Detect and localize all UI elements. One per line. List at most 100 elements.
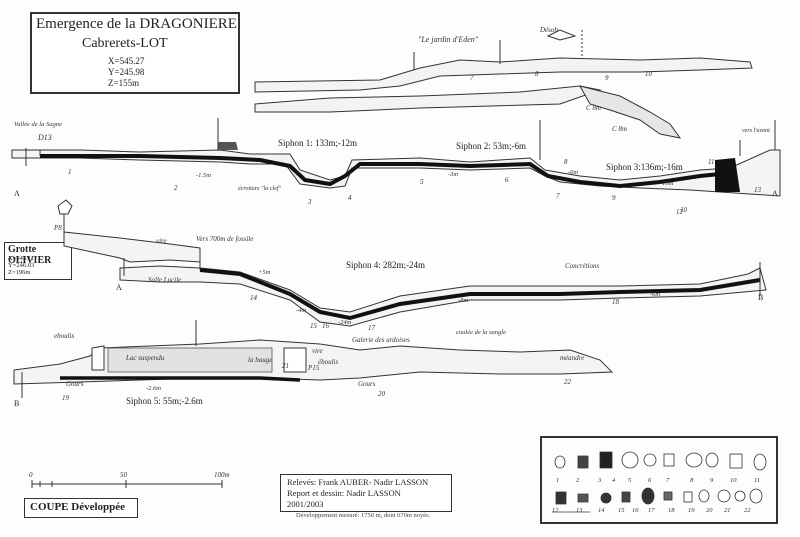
shaft-c8m-b-label: C 8m xyxy=(612,125,627,133)
report-credit: Report et dessin: Nadir LASSON xyxy=(287,488,401,498)
gours-label: Gours xyxy=(358,380,376,388)
scale-label: 100m xyxy=(214,471,230,479)
station-label: 5 xyxy=(420,178,424,186)
section-a-right-label: A xyxy=(772,189,778,198)
row2-profile xyxy=(57,199,767,327)
coord-z: Z=155m xyxy=(108,78,140,88)
olivier-y: Y=246.03 xyxy=(8,262,35,269)
fossile-label: Vers 700m de fossile xyxy=(196,235,253,243)
coulee-sangle-label: coulée de la sangle xyxy=(456,329,506,336)
ecroiture-label: écroiture "la clef" xyxy=(238,185,281,192)
credits-box: Relevés: Frank AUBER- Nadir LASSON Repor… xyxy=(280,474,452,512)
depth-label: -16m xyxy=(660,180,674,187)
coord-x: X=545.27 xyxy=(108,56,145,66)
station-label: 16 xyxy=(322,322,330,330)
station-label: 3 xyxy=(307,198,312,206)
sections-legend: 1 2 3 4 5 6 7 8 9 10 11 12 13 14 15 16 1… xyxy=(552,451,767,514)
scale-label: 0 xyxy=(29,471,33,479)
depth-label: -4m xyxy=(296,307,306,314)
vallee-sagne-label: Vallée de la Sagne xyxy=(14,121,62,128)
scale-label: 50 xyxy=(120,471,128,479)
depth-label: -2.6m xyxy=(146,385,161,392)
depth-label: -6m xyxy=(650,291,660,298)
legend-label: 8 xyxy=(690,477,694,484)
depth-label: -6m xyxy=(568,169,578,176)
station-label: 18 xyxy=(612,298,620,306)
station-label: 6 xyxy=(505,176,509,184)
eboulis-label: eboulis xyxy=(54,332,74,340)
coupe-label-box: COUPE Développée xyxy=(24,498,138,518)
sections-legend-frame xyxy=(540,436,778,524)
coupe-label: COUPE Développée xyxy=(30,501,126,513)
row1-stations: 1 2 3 4 5 6 7 8 9 10 11 12 13 xyxy=(68,158,762,216)
siphon5-label: Siphon 5: 55m;-2.6m xyxy=(126,396,203,406)
olivier-x: X=545.11 xyxy=(8,255,34,262)
station-label: 17 xyxy=(368,324,376,332)
row1-profile xyxy=(11,118,781,197)
station-label: 11 xyxy=(708,158,714,166)
depth-label: -24m xyxy=(338,319,352,326)
station-label: 10 xyxy=(680,206,688,214)
bauge-label: la bauge xyxy=(248,356,272,364)
siphon2-label: Siphon 2: 53m;-6m xyxy=(456,141,526,151)
legend-label: 2 xyxy=(576,477,580,484)
shaft-c8m-a-label: C 8m xyxy=(586,104,601,112)
salle-lucile-label: Salle Lucile xyxy=(148,276,181,284)
section-b-label: B xyxy=(758,293,763,302)
lac-suspendu-label: Lac suspendu xyxy=(125,354,165,362)
station-label: 21 xyxy=(282,362,289,370)
legend-label: 13 xyxy=(576,507,583,514)
legend-label: 20 xyxy=(706,507,713,514)
upper-stations: 7 8 9 10 xyxy=(470,70,653,82)
section-a-label: A xyxy=(116,283,122,292)
cave-name: Emergence de la DRAGONIERE xyxy=(36,16,237,32)
meandre-label: méandre xyxy=(560,354,584,362)
development-footnote: Développement mesuré: 1750 m, dont 670m … xyxy=(296,512,431,519)
upper-station-label: 9 xyxy=(605,74,609,82)
legend-label: 14 xyxy=(598,507,605,514)
station-label: 22 xyxy=(564,378,572,386)
depth-label: +5m xyxy=(258,269,271,276)
section-b-label: B xyxy=(14,399,19,408)
gours-label: Gours xyxy=(66,380,84,388)
siphon3-label: Siphon 3:136m;-16m xyxy=(606,162,683,172)
station-label: 12 xyxy=(676,208,684,216)
cave-location: Cabrerets-LOT xyxy=(82,36,168,51)
legend-label: 10 xyxy=(730,477,737,484)
releves-credit: Relevés: Frank AUBER- Nadir LASSON xyxy=(287,477,429,487)
legend-label: 6 xyxy=(648,477,652,484)
olivier-cartouche: Grotte OLIVIER X=545.11 Y=246.03 Z=196m xyxy=(4,242,72,280)
section-a-left-label: A xyxy=(14,189,20,198)
siphon4-label: Siphon 4: 282m;-24m xyxy=(346,260,425,270)
station-label: 14 xyxy=(250,294,258,302)
upper-station-label: 7 xyxy=(470,74,474,82)
station-label: 1 xyxy=(68,168,72,176)
station-label: 19 xyxy=(62,394,70,402)
legend-label: 5 xyxy=(628,477,632,484)
legend-label: 17 xyxy=(648,507,655,514)
legend-label: 9 xyxy=(710,477,714,484)
upper-station-label: 10 xyxy=(645,70,653,78)
legend-label: 12 xyxy=(552,507,559,514)
scale-bar xyxy=(31,480,223,488)
legend-label: 7 xyxy=(666,477,670,484)
station-label: 9 xyxy=(612,194,616,202)
vire-label: vire xyxy=(312,347,323,355)
terminus-label: vers l'avant xyxy=(742,128,770,134)
title-cartouche: Emergence de la DRAGONIERE Cabrerets-LOT… xyxy=(30,12,240,94)
station-label: 20 xyxy=(378,390,386,398)
legend-label: 11 xyxy=(754,477,760,484)
row3-stations: 19 20 21 22 xyxy=(62,362,572,402)
vire-label: vire xyxy=(156,237,167,245)
legend-label: 1 xyxy=(556,477,559,484)
legend-label: 15 xyxy=(618,507,625,514)
olivier-name: Grotte OLIVIER xyxy=(8,244,52,266)
jardin-eden-label: "Le jardin d'Eden" xyxy=(418,35,479,44)
depth-label: -8m xyxy=(458,297,468,304)
depth-label: -1.5m xyxy=(196,172,211,179)
desob-label: Désob xyxy=(539,26,558,34)
legend-label: 3 xyxy=(597,477,602,484)
legend-label: 18 xyxy=(668,507,675,514)
